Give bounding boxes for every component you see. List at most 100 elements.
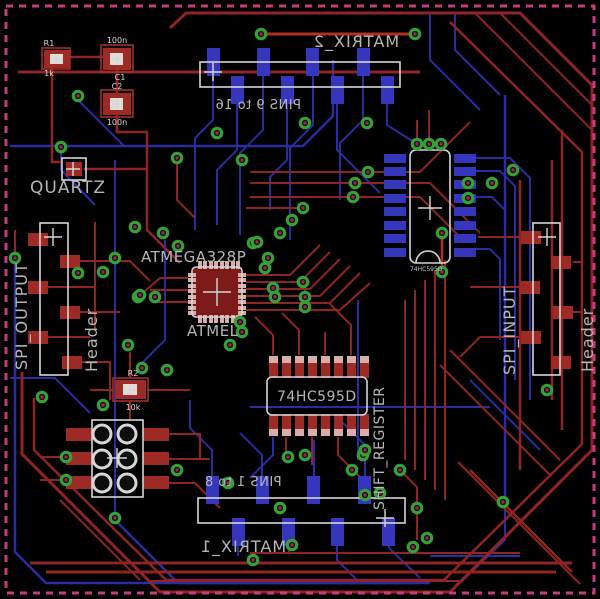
via bbox=[346, 190, 360, 204]
component-outline[interactable] bbox=[61, 157, 87, 181]
bottom-trace bbox=[216, 102, 238, 225]
vias bbox=[8, 27, 554, 567]
component-outline[interactable] bbox=[199, 61, 401, 88]
matrix2-label[interactable]: MATRIX_2 bbox=[313, 32, 399, 52]
origin-cross bbox=[418, 196, 442, 220]
pad bbox=[454, 154, 476, 163]
pad bbox=[454, 167, 476, 176]
pad bbox=[143, 452, 169, 465]
top-trace bbox=[50, 66, 62, 164]
pad bbox=[295, 429, 304, 436]
bottom-trace bbox=[239, 76, 264, 235]
origin-cross bbox=[376, 509, 394, 527]
top-trace bbox=[457, 461, 581, 585]
pad bbox=[384, 167, 406, 176]
via bbox=[461, 176, 475, 190]
via bbox=[420, 531, 434, 545]
top-trace bbox=[281, 312, 300, 355]
via bbox=[485, 176, 499, 190]
pad bbox=[360, 429, 369, 436]
bottom-trace bbox=[239, 432, 263, 478]
atmega328p-label[interactable]: ATMEGA328P bbox=[141, 248, 246, 266]
top-trace bbox=[47, 286, 96, 330]
via bbox=[135, 361, 149, 375]
pad bbox=[203, 261, 207, 269]
pad bbox=[236, 261, 240, 269]
via bbox=[54, 140, 68, 154]
origin-cross bbox=[51, 54, 61, 64]
pad bbox=[334, 356, 343, 378]
via bbox=[373, 486, 387, 500]
component-outline[interactable] bbox=[39, 222, 69, 376]
component-outline[interactable] bbox=[532, 222, 561, 376]
pad bbox=[198, 315, 202, 323]
header-left-label[interactable]: Header bbox=[82, 308, 101, 372]
through-hole-pad bbox=[116, 423, 138, 445]
via bbox=[361, 165, 375, 179]
via bbox=[273, 226, 287, 240]
pad bbox=[384, 234, 406, 243]
pad bbox=[454, 234, 476, 243]
component-outline[interactable] bbox=[41, 47, 71, 70]
via bbox=[96, 265, 110, 279]
bottom-trace bbox=[469, 379, 541, 451]
atmel-label[interactable]: ATMEL bbox=[187, 322, 239, 340]
top-trace bbox=[329, 303, 352, 355]
top-trace bbox=[246, 244, 321, 276]
via bbox=[461, 191, 475, 205]
bottom-trace bbox=[475, 248, 501, 340]
via bbox=[268, 290, 282, 304]
component-outline[interactable] bbox=[197, 497, 406, 524]
pad bbox=[321, 356, 330, 378]
pins-1-to-8-label[interactable]: PINS 1 to 8 bbox=[204, 475, 281, 490]
bottom-trace bbox=[429, 13, 481, 111]
pad bbox=[282, 429, 291, 436]
component-outline[interactable] bbox=[100, 89, 134, 118]
via bbox=[298, 448, 312, 462]
top-copper-traces bbox=[14, 11, 594, 594]
pins-9-to-16-label[interactable]: PINS 9 to 16 bbox=[215, 98, 301, 113]
via bbox=[358, 488, 372, 502]
pad bbox=[295, 356, 304, 363]
pad bbox=[232, 518, 245, 546]
component-outline[interactable] bbox=[112, 377, 149, 402]
pad bbox=[28, 281, 48, 294]
pad bbox=[308, 356, 317, 363]
via bbox=[540, 383, 554, 397]
spi-output-label[interactable]: SPI_OUTPUT bbox=[12, 262, 32, 370]
board-dimension-border bbox=[4, 4, 596, 595]
via bbox=[250, 235, 264, 249]
bottom-trace bbox=[10, 377, 91, 414]
via bbox=[59, 450, 73, 464]
pad bbox=[225, 315, 229, 323]
pad bbox=[321, 414, 330, 436]
bottom-trace bbox=[336, 102, 381, 194]
quartz-label[interactable]: QUARTZ bbox=[30, 178, 106, 198]
bottom-trace bbox=[475, 170, 516, 380]
pad bbox=[454, 248, 476, 257]
pad bbox=[454, 207, 476, 216]
via bbox=[496, 495, 510, 509]
top-trace bbox=[469, 469, 573, 573]
component-outline[interactable] bbox=[100, 44, 134, 73]
through-hole-pad bbox=[116, 472, 138, 494]
top-trace bbox=[137, 277, 188, 298]
spi-input-label[interactable]: SPI_INPUT bbox=[500, 286, 520, 375]
top-trace bbox=[399, 469, 418, 508]
bottom-trace bbox=[386, 102, 418, 145]
pad bbox=[521, 331, 541, 344]
matrix1-label[interactable]: MATRIX_1 bbox=[200, 537, 286, 557]
top-trace bbox=[145, 168, 181, 264]
component-outline[interactable] bbox=[191, 266, 243, 318]
header-right-label[interactable]: Header bbox=[578, 308, 597, 372]
pad bbox=[62, 356, 82, 369]
via bbox=[393, 463, 407, 477]
shift-register-part-label[interactable]: 74HC595D bbox=[277, 389, 357, 405]
via bbox=[108, 511, 122, 525]
pad bbox=[28, 233, 48, 246]
via bbox=[298, 116, 312, 130]
component-outline[interactable] bbox=[266, 376, 368, 416]
shift-register-label[interactable]: SHIFT_REGISTER bbox=[372, 387, 388, 510]
pad bbox=[384, 154, 406, 163]
